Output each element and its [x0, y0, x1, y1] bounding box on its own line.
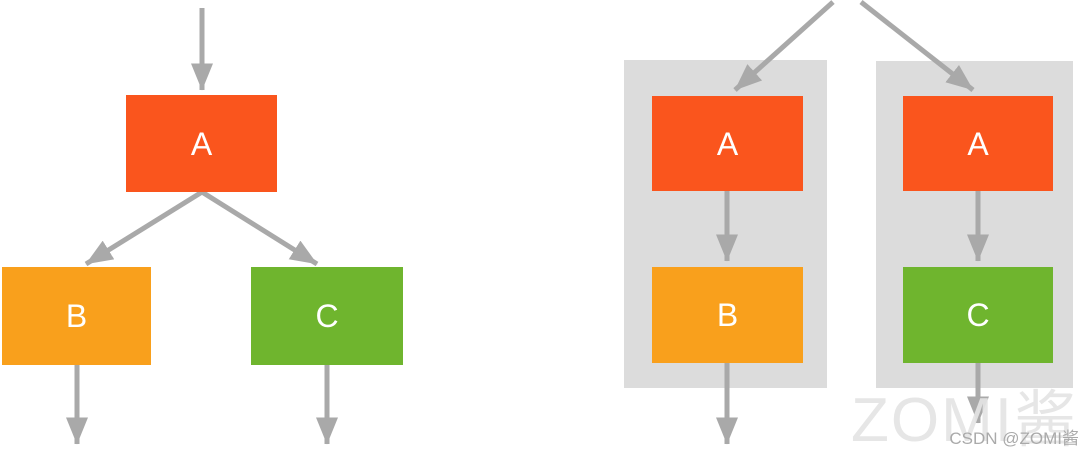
group1-node-b — [652, 267, 803, 363]
arrow-a-to-c — [200, 189, 319, 267]
group2-node-a-label: A — [967, 126, 989, 162]
watermark-large-text: ZOMI酱 — [851, 386, 1078, 451]
left-node-a-label: A — [191, 126, 213, 162]
left-node-c-label: C — [315, 298, 338, 334]
group2-node-a — [903, 96, 1053, 191]
left-node-b — [2, 267, 151, 365]
group1-node-b-label: B — [717, 297, 738, 333]
group1-node-a-label: A — [717, 126, 739, 162]
group2-node-c-label: C — [966, 297, 989, 333]
arrow-into-group2 — [859, 0, 975, 92]
left-node-a — [126, 95, 277, 192]
left-tree: A B C — [2, 8, 403, 445]
group2-node-c — [903, 267, 1053, 363]
arrow-into-group1 — [733, 0, 835, 92]
group1-node-a — [652, 96, 803, 191]
arrow-a-to-b — [84, 189, 204, 267]
watermark-small-text: CSDN @ZOMI酱 — [949, 429, 1079, 448]
watermark: ZOMI酱 CSDN @ZOMI酱 — [851, 386, 1079, 451]
left-node-b-label: B — [66, 298, 87, 334]
left-node-c — [251, 267, 403, 365]
right-groups: A B A C — [624, 0, 1073, 445]
